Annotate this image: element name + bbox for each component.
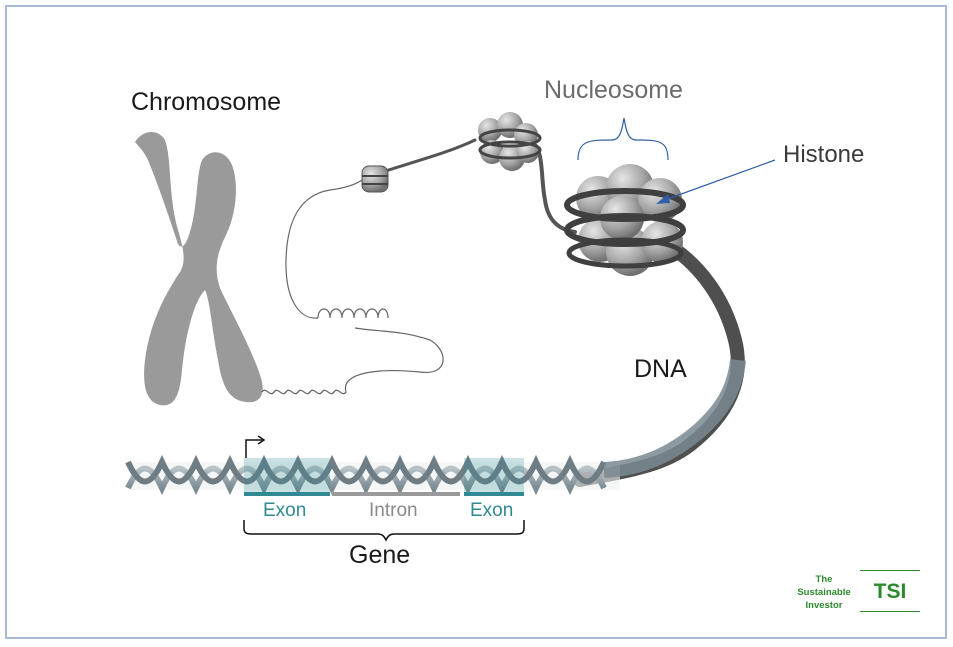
exon-2-bar [464,492,524,496]
gene-label: Gene [349,541,411,569]
dna-double-helix [125,358,746,496]
small-nucleosome [361,165,389,193]
chromatin-fiber [380,138,745,487]
medium-nucleosome [478,112,542,171]
logo-line: Sustainable [797,587,851,598]
transcription-start-arrow [245,435,266,458]
logo-line: The [815,574,833,585]
exon-label: Exon [470,500,514,521]
coiled-fiber [261,179,444,395]
histone-arrow [656,159,776,204]
tsi-logo: The Sustainable Investor TSI [793,570,923,616]
intron-label: Intron [369,500,418,521]
intron-bar [332,492,460,496]
gene-bracket [243,520,525,542]
exon-label: Exon [263,500,307,521]
logo-mark: TSI [860,570,920,612]
histone-label: Histone [783,141,865,168]
large-nucleosome [564,164,686,276]
chromosome-shape [135,131,263,406]
logo-wordmark: The Sustainable Investor [793,573,855,612]
chromosome-label: Chromosome [131,88,282,116]
exon-1-bar [244,492,330,496]
nucleosome-brace [577,117,669,161]
nucleosome-label: Nucleosome [544,76,683,104]
logo-line: Investor [805,600,843,611]
dna-label: DNA [634,355,687,383]
